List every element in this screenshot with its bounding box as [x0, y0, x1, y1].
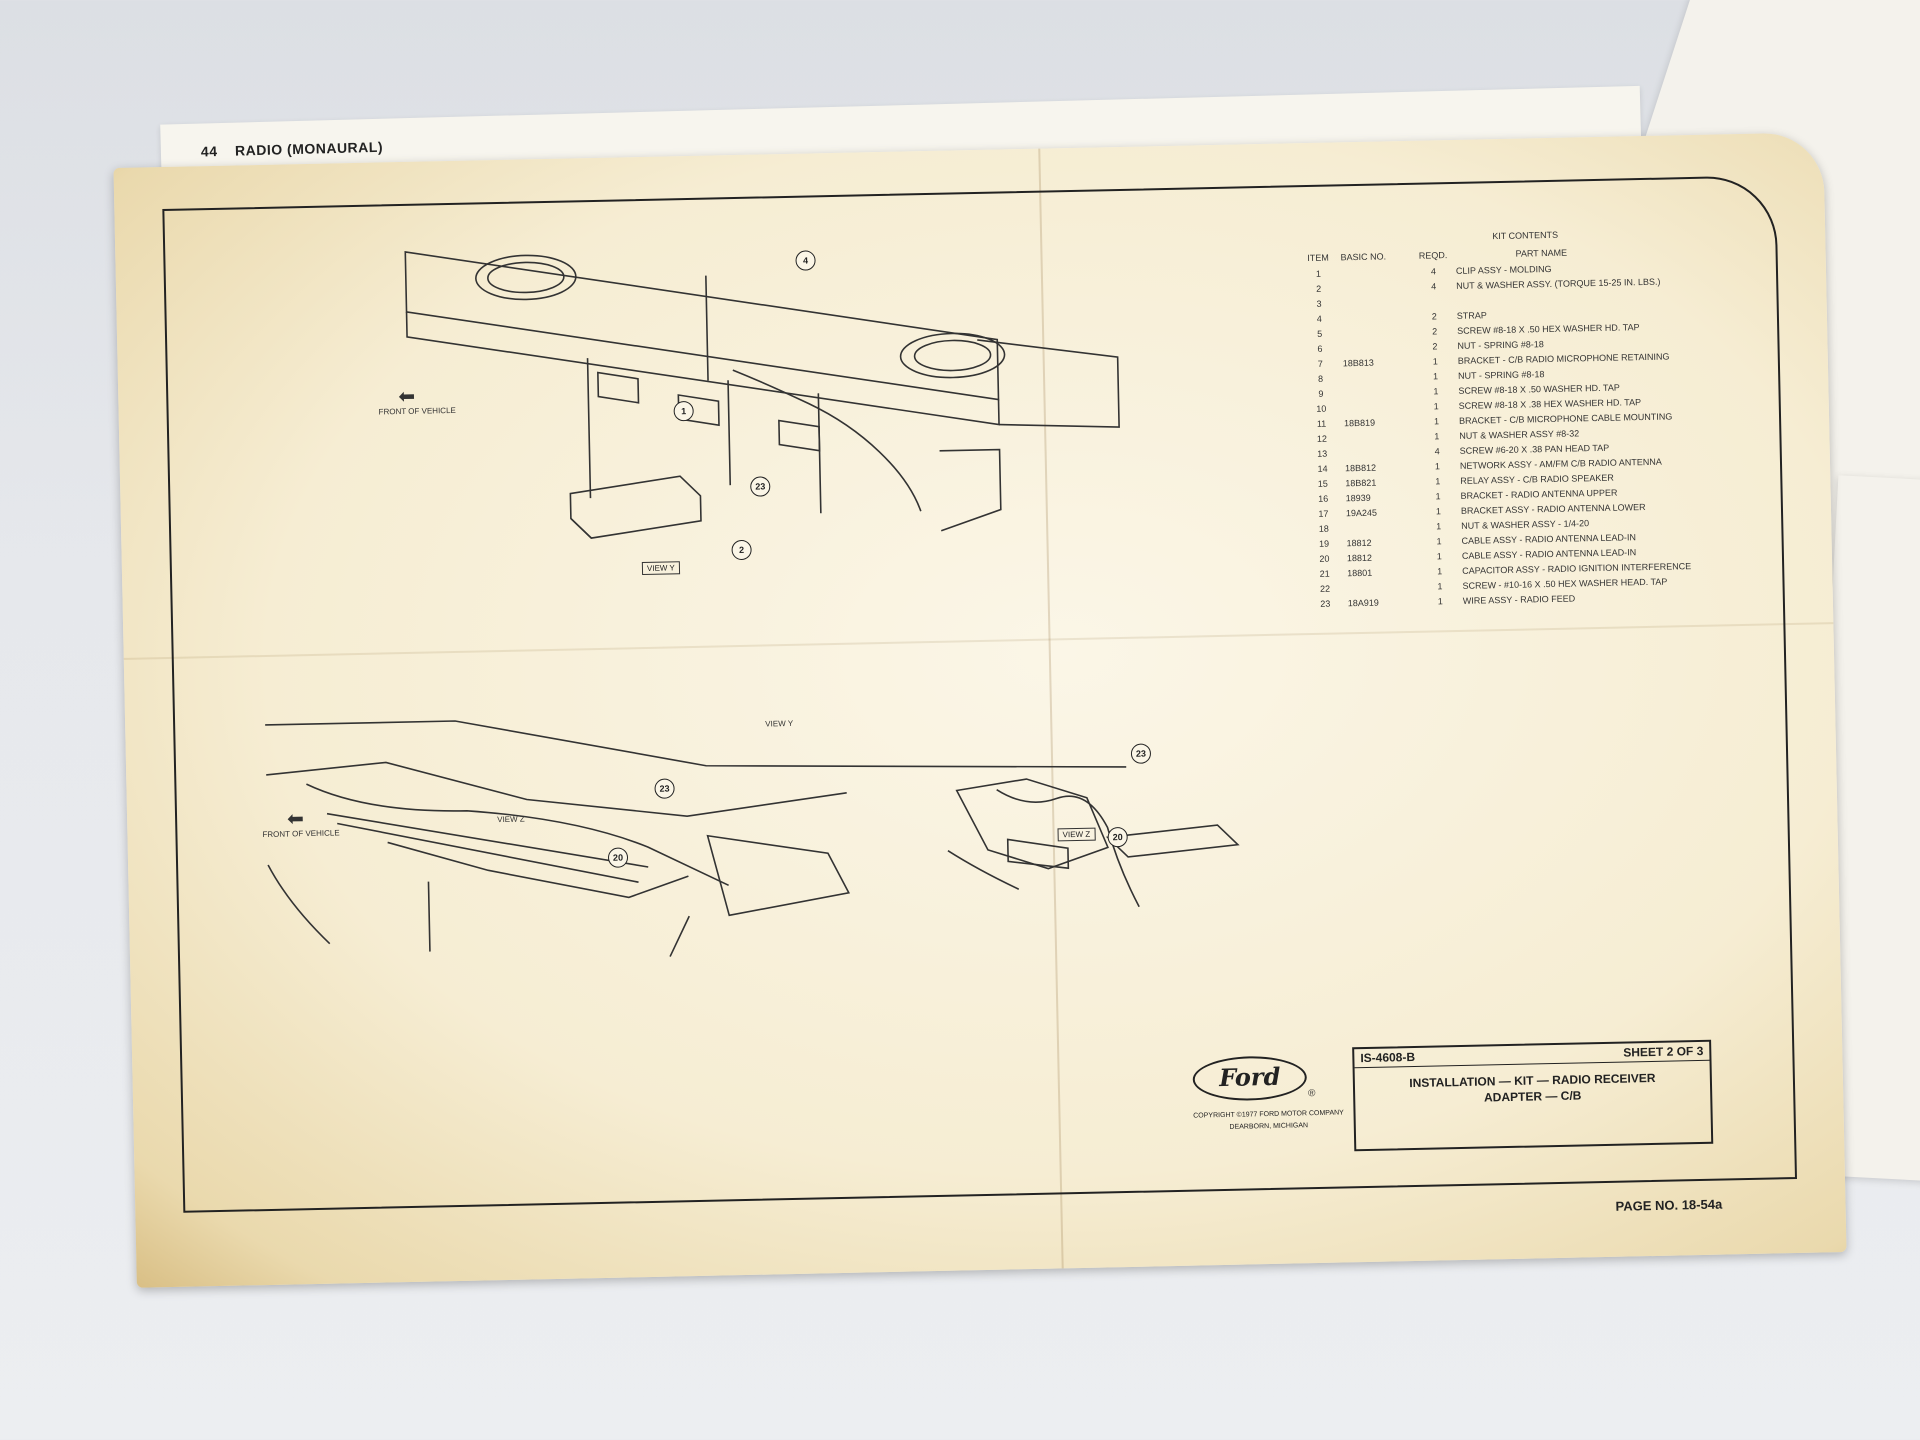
reqd-cell: 1	[1437, 596, 1443, 607]
basic-no-cell	[1345, 445, 1415, 461]
item-cell: 8	[1318, 373, 1324, 384]
item-cell: 4	[1316, 313, 1322, 324]
item-cell: 16	[1318, 493, 1329, 504]
column-header-basic-no: BASIC NO.	[1340, 251, 1387, 263]
instruction-sheet: FRONT OF VEHICLE ⬅ VIEW Y VIEW Y VIEW Z …	[113, 132, 1847, 1288]
basic-no-cell	[1342, 325, 1412, 341]
basic-no-cell: 18B812	[1344, 462, 1377, 474]
item-cell: 7	[1317, 358, 1323, 369]
header-page-number: 44	[200, 143, 218, 160]
item-cell: 10	[1316, 403, 1327, 414]
basic-no-cell	[1342, 340, 1412, 356]
item-cell: 15	[1317, 478, 1328, 489]
column-header-item: ITEM	[1307, 252, 1329, 264]
back-page-header: 44 RADIO (MONAURAL)	[201, 139, 383, 160]
page-number: PAGE NO. 18-54a	[1615, 1196, 1723, 1214]
front-of-vehicle-label-upper: FRONT OF VEHICLE	[378, 405, 456, 417]
basic-no-cell	[1343, 370, 1413, 386]
item-cell: 14	[1317, 463, 1328, 474]
basic-no-cell	[1342, 310, 1412, 326]
basic-no-cell	[1341, 280, 1411, 296]
basic-no-cell: 18812	[1346, 552, 1373, 564]
item-cell: 9	[1318, 388, 1324, 399]
reqd-cell	[1411, 294, 1456, 310]
reqd-cell: 1	[1433, 416, 1440, 427]
reqd-cell: 1	[1437, 581, 1443, 592]
item-cell: 5	[1317, 328, 1323, 339]
reqd-cell: 1	[1436, 536, 1442, 547]
reqd-cell: 1	[1435, 506, 1442, 517]
item-cell: 23	[1320, 598, 1331, 609]
view-z-label-lower: VIEW Z	[497, 814, 525, 825]
basic-no-cell: 18812	[1346, 537, 1372, 549]
reqd-cell: 2	[1432, 341, 1438, 352]
title-block: IS-4608-B SHEET 2 OF 3 INSTALLATION — KI…	[1352, 1039, 1714, 1152]
reqd-cell: 1	[1436, 521, 1442, 532]
reqd-cell: 1	[1434, 461, 1441, 472]
basic-no-cell: 18801	[1347, 567, 1373, 579]
item-cell: 3	[1316, 298, 1322, 309]
basic-no-cell	[1344, 400, 1414, 416]
item-cell: 17	[1318, 508, 1329, 519]
ford-logo-text: Ford	[1218, 1061, 1281, 1093]
reqd-cell: 4	[1434, 446, 1440, 457]
installation-diagram	[265, 251, 1240, 957]
basic-no-cell	[1341, 265, 1411, 281]
basic-no-cell	[1346, 520, 1416, 536]
basic-no-cell	[1341, 295, 1411, 311]
reqd-cell: 1	[1433, 401, 1439, 412]
reqd-cell: 1	[1437, 566, 1443, 577]
basic-no-cell	[1343, 385, 1413, 401]
basic-no-cell: 18A919	[1347, 597, 1379, 609]
item-cell: 12	[1316, 433, 1327, 444]
reqd-cell: 2	[1431, 311, 1437, 322]
item-cell: 18	[1318, 523, 1329, 534]
reqd-cell: 1	[1432, 356, 1438, 367]
column-header-reqd: REQD.	[1418, 250, 1448, 261]
reqd-cell: 1	[1433, 386, 1439, 397]
reqd-cell: 1	[1432, 371, 1439, 382]
basic-no-cell: 18B819	[1343, 417, 1376, 429]
basic-no-cell: 19A245	[1345, 507, 1378, 519]
registered-mark: ®	[1307, 1088, 1316, 1100]
basic-no-cell	[1347, 580, 1417, 596]
item-cell: 1	[1315, 268, 1322, 279]
basic-no-cell	[1344, 430, 1414, 446]
document-number: IS-4608-B	[1360, 1049, 1416, 1066]
item-cell: 19	[1318, 538, 1330, 549]
item-cell: 20	[1319, 553, 1330, 564]
reqd-cell: 1	[1435, 491, 1441, 502]
view-y-label-upper: VIEW Y	[641, 561, 680, 576]
header-section-title: RADIO (MONAURAL)	[234, 138, 384, 159]
arrow-icon: ⬅	[398, 385, 416, 409]
reqd-cell: 4	[1431, 281, 1437, 292]
item-cell: 2	[1316, 283, 1322, 294]
reqd-cell: 1	[1436, 551, 1442, 562]
basic-no-cell: 18B813	[1342, 357, 1374, 369]
reqd-cell: 1	[1434, 431, 1440, 442]
kit-contents-table: KIT CONTENTS ITEM BASIC NO. REQD. PART N…	[1295, 227, 1723, 613]
item-cell: 21	[1319, 568, 1330, 579]
sheet-number: SHEET 2 OF 3	[1623, 1043, 1704, 1060]
basic-no-cell: 18B821	[1345, 477, 1377, 489]
view-y-label-lower: VIEW Y	[765, 718, 794, 729]
title-block-title: INSTALLATION — KIT — RADIO RECEIVER ADAP…	[1355, 1061, 1711, 1108]
reqd-cell: 4	[1430, 266, 1437, 277]
basic-no-cell: 18939	[1345, 492, 1371, 504]
view-z-label-detail: VIEW Z	[1057, 827, 1096, 842]
reqd-cell: 1	[1435, 476, 1441, 487]
arrow-icon: ⬅	[286, 808, 305, 831]
item-cell: 6	[1317, 343, 1323, 354]
item-cell: 22	[1319, 583, 1331, 594]
item-cell: 13	[1317, 448, 1328, 459]
reqd-cell: 2	[1432, 326, 1438, 337]
copyright-notice: COPYRIGHT ©1977 FORD MOTOR COMPANY DEARB…	[1168, 1107, 1368, 1135]
item-cell: 11	[1316, 418, 1327, 429]
